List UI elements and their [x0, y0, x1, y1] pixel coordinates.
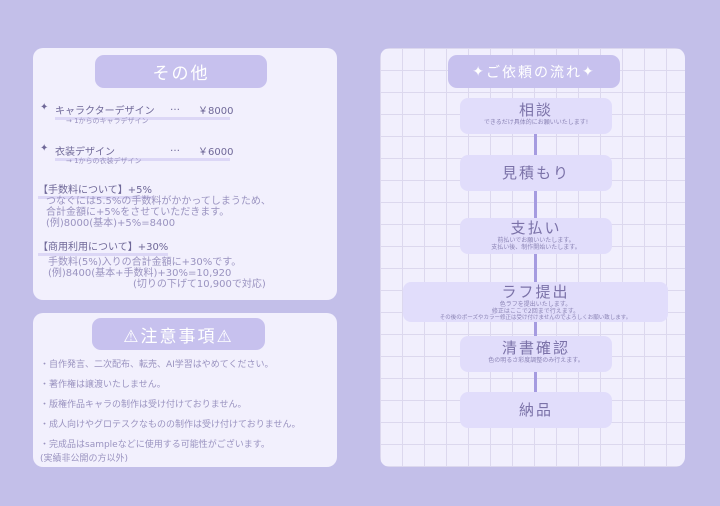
note-item: ・版権作品キャラの制作は受け付けておりません。: [40, 400, 247, 410]
commercial-line: (切りの下げて10,900で対応): [133, 279, 266, 290]
note-item: ・著作権は譲渡いたしません。: [40, 380, 166, 390]
other-panel: [33, 48, 337, 300]
commercial-heading: 【商用利用について】+30%: [38, 238, 169, 256]
item-dots: …: [170, 143, 180, 154]
step-title: 相談: [518, 101, 553, 119]
fee-line: (例)8000(基本)+5%=8400: [46, 218, 176, 229]
step-title: 支払い: [510, 219, 562, 237]
step-desc: 色の明るさ彩度調整のみ行えます。: [488, 357, 584, 364]
item-sub: → 1からのキャラデザイン: [66, 117, 149, 125]
step-desc: 前払いでお願いいたします。: [497, 237, 575, 244]
fee-line: つなぐには5.5%の手数料がかかってしまうため、: [46, 196, 271, 207]
note-item: ・成人向けやグロテスクなものの制作は受け付けておりません。: [40, 420, 301, 430]
sparkle-icon: ✦: [40, 143, 49, 154]
notes-title: ⚠注意事項⚠: [92, 318, 265, 350]
fee-heading: 【手数料について】+5%: [38, 181, 152, 199]
flow-connector: [534, 120, 537, 400]
step-desc: 色ラフを提出いたします。: [499, 301, 572, 308]
note-extra: (実績非公開の方以外): [40, 454, 129, 464]
step-desc: 修正はここで2回まで行えます。: [491, 308, 580, 315]
step-desc: できるだけ具体的にお願いいたします!: [483, 119, 589, 126]
step-estimate: 見積もり: [460, 155, 612, 191]
step-title: ラフ提出: [501, 283, 570, 301]
flow-title: ご依頼の流れ: [486, 64, 582, 81]
fee-body: つなぐには5.5%の手数料がかかってしまうため、 合計金額に+5%をさせていただ…: [46, 196, 271, 229]
step-title: 見積もり: [501, 164, 570, 182]
step-rough: ラフ提出 色ラフを提出いたします。 修正はここで2回まで行えます。 その後のポー…: [403, 282, 668, 322]
commercial-line: (例)8400(基本+手数料)+30%=10,920: [48, 268, 232, 279]
item-price: ￥6000: [198, 147, 234, 158]
step-desc: 支払い後、制作開始いたします。: [491, 244, 581, 251]
item-price: ￥8000: [198, 106, 234, 117]
commercial-line: 手数料(5%)入りの合計金額に+30%です。: [48, 257, 242, 268]
notes-list: ・自作発言、二次配布、転売、AI学習はやめてください。 ・著作権は譲渡いたしませ…: [40, 355, 301, 464]
step-consult: 相談 できるだけ具体的にお願いいたします!: [460, 98, 612, 134]
step-desc: その後のポーズやカラー修正は受け付けませんのでよろしくお願い致します。: [439, 315, 632, 321]
item-name: 衣装デザイン: [55, 143, 230, 161]
item-dots: …: [170, 102, 180, 113]
item-name: キャラクターデザイン: [55, 102, 230, 120]
step-delivery: 納品: [460, 392, 612, 428]
sparkle-icon: ✦: [472, 63, 486, 80]
step-payment: 支払い 前払いでお願いいたします。 支払い後、制作開始いたします。: [460, 218, 612, 254]
sparkle-icon: ✦: [40, 102, 49, 113]
flow-title-pill: ✦ ご依頼の流れ ✦: [448, 55, 620, 88]
note-item: ・完成品はsampleなどに使用する可能性がございます。: [40, 440, 270, 450]
item-sub: → 1からの衣装デザイン: [66, 157, 142, 165]
step-final-check: 清書確認 色の明るさ彩度調整のみ行えます。: [460, 336, 612, 372]
commercial-body: 手数料(5%)入りの合計金額に+30%です。 (例)8400(基本+手数料)+3…: [48, 257, 266, 290]
step-title: 納品: [518, 401, 553, 419]
other-title: その他: [95, 55, 267, 88]
note-item: ・自作発言、二次配布、転売、AI学習はやめてください。: [40, 360, 274, 370]
step-title: 清書確認: [501, 339, 570, 357]
bow-icon: ✦: [582, 63, 596, 80]
fee-line: 合計金額に+5%をさせていただきます。: [46, 207, 230, 218]
